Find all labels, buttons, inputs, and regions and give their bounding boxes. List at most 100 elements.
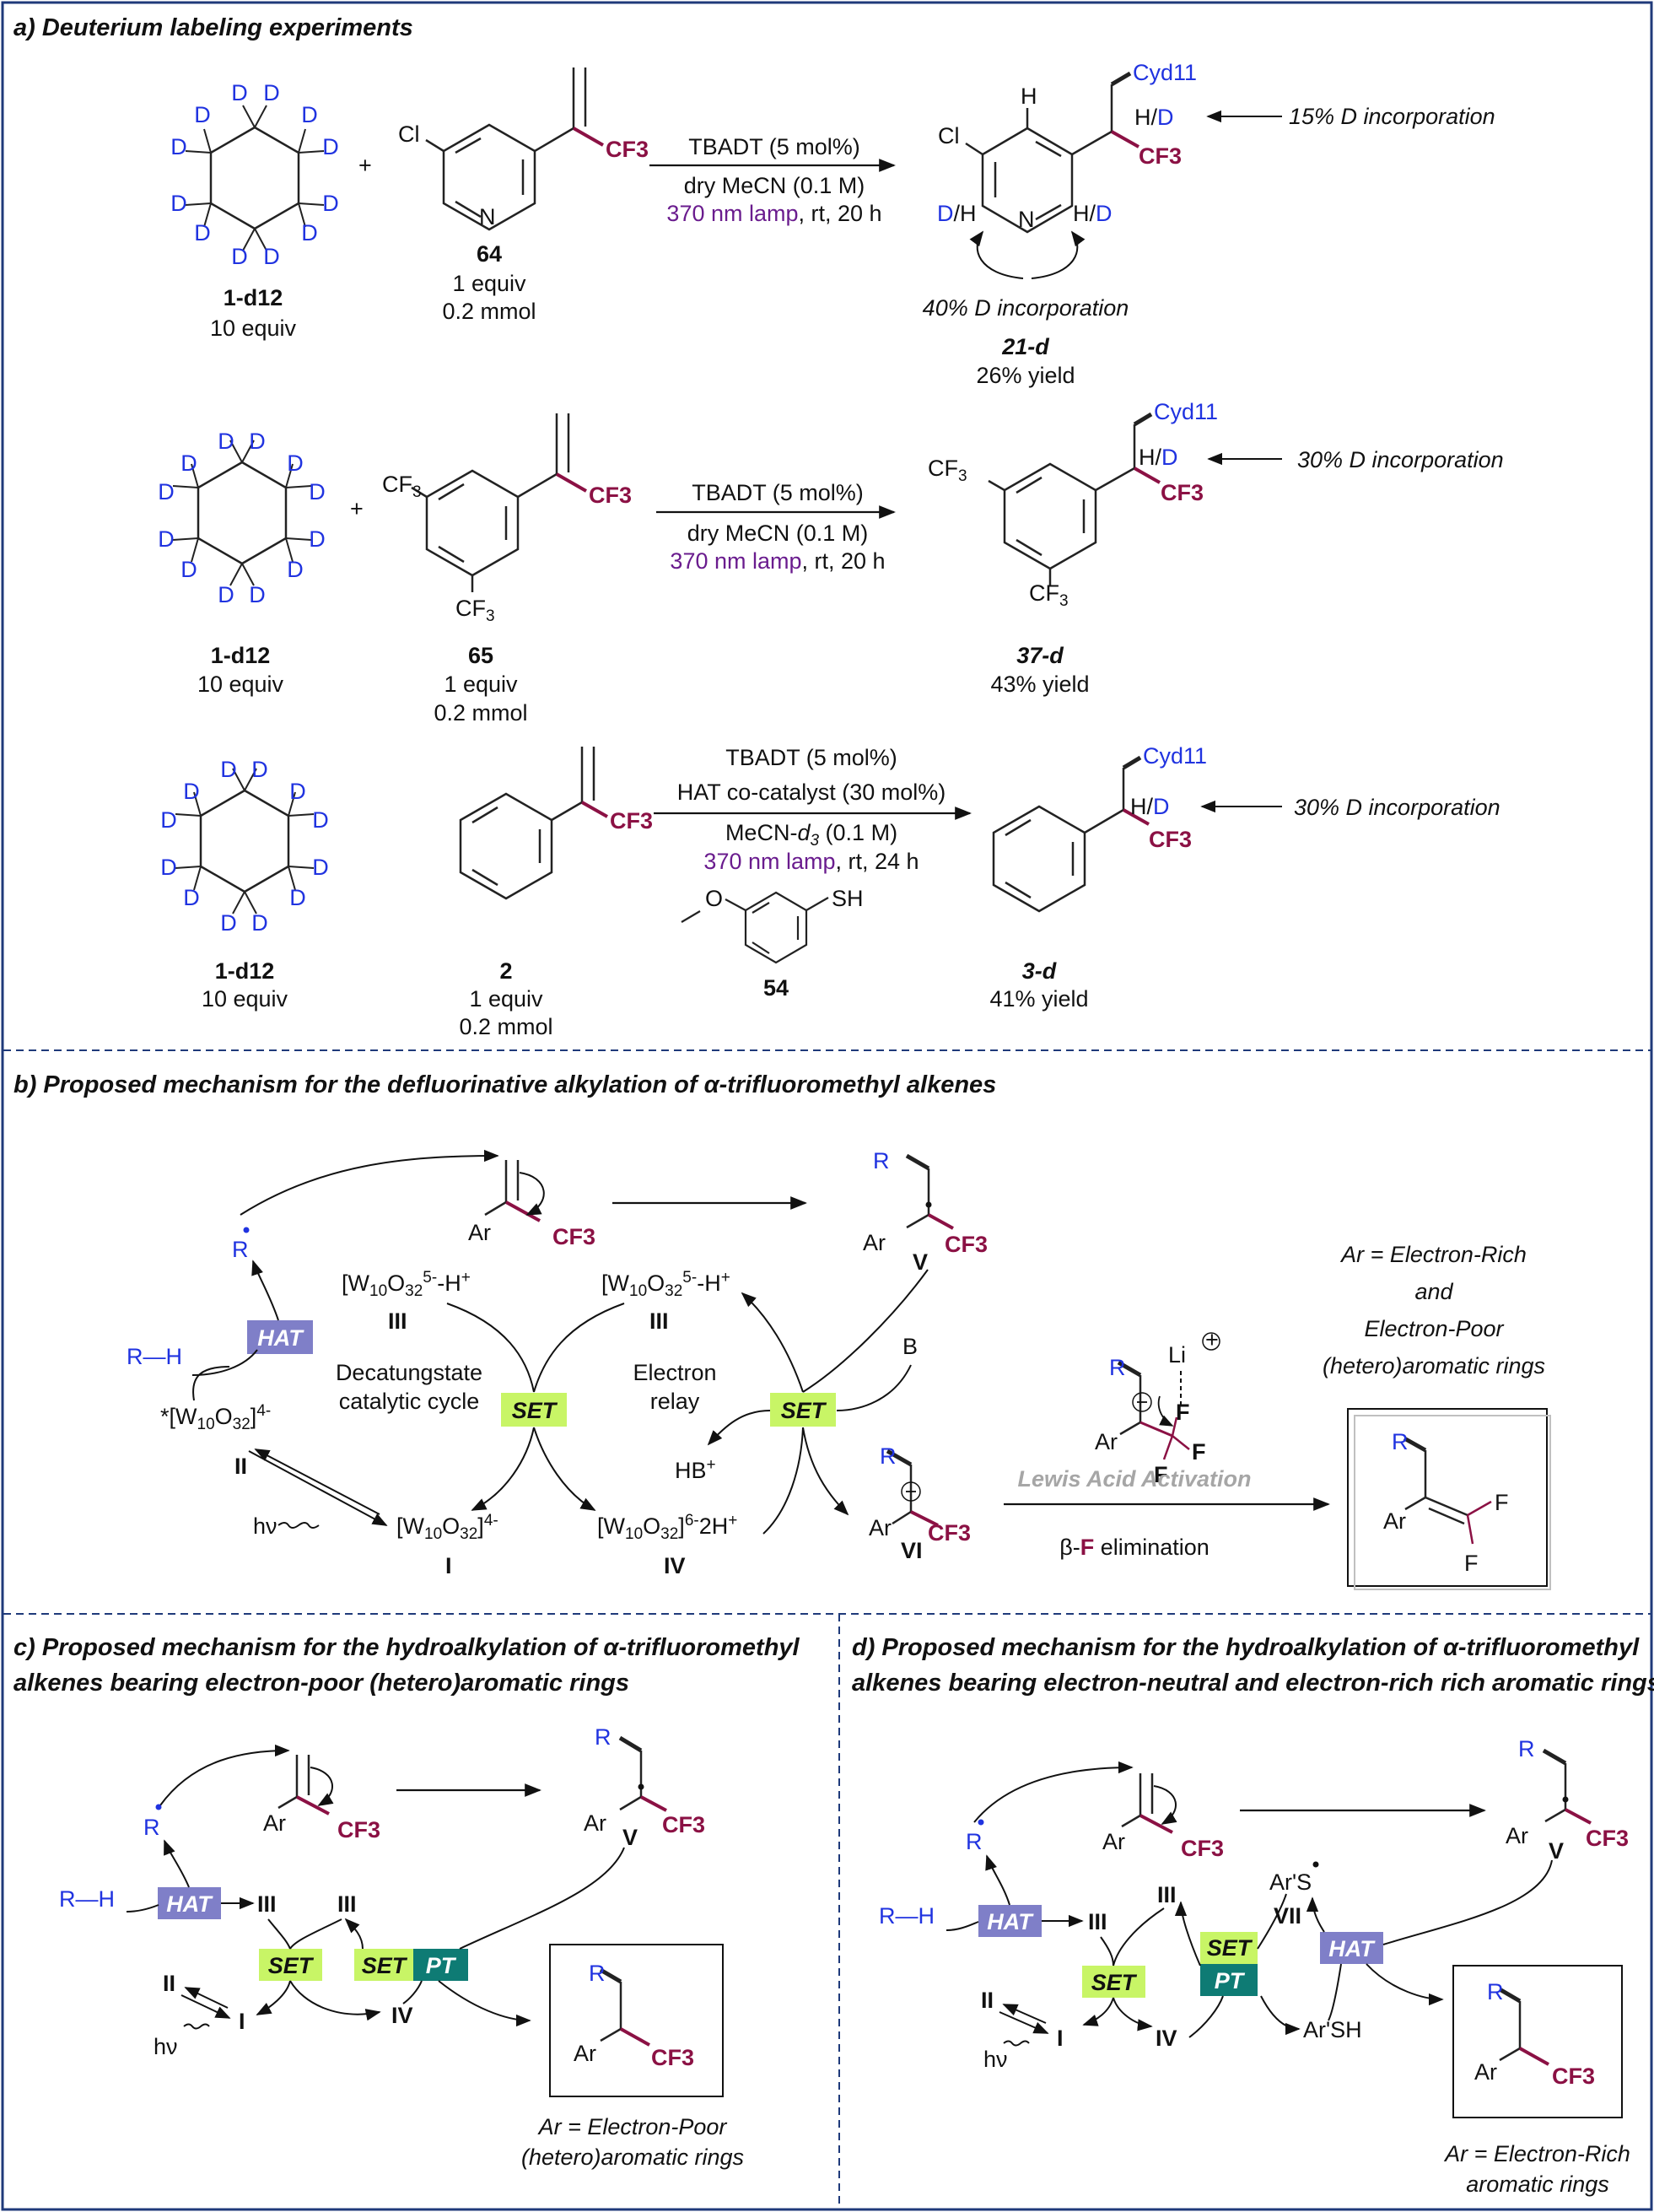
deuterium-atom: D bbox=[301, 220, 318, 245]
condition-cocatalyst: HAT co-catalyst (30 mol%) bbox=[677, 780, 946, 805]
svg-text:D: D bbox=[218, 429, 234, 454]
set-pt-step-d: SET PT bbox=[1200, 1932, 1258, 1996]
radical-V-d: R Ar CF3 V bbox=[1506, 1736, 1629, 1864]
svg-text:F: F bbox=[1154, 1462, 1168, 1487]
svg-text:HB+: HB+ bbox=[675, 1456, 716, 1483]
relay-label: Electron bbox=[633, 1360, 716, 1385]
ar-note: Electron-Poor bbox=[1364, 1316, 1504, 1341]
svg-text:hν: hν bbox=[983, 2047, 1008, 2072]
svg-text:D: D bbox=[218, 582, 234, 607]
hat-step-d2: HAT bbox=[1320, 1932, 1383, 1964]
svg-text:R: R bbox=[1487, 1979, 1504, 2004]
svg-text:SH: SH bbox=[832, 886, 864, 911]
svg-text:R: R bbox=[595, 1724, 611, 1750]
svg-text:CF3: CF3 bbox=[651, 2045, 694, 2070]
set-step-relay: SET bbox=[770, 1393, 836, 1427]
condition-light: 370 nm lamp, rt, 24 h bbox=[703, 849, 919, 874]
svg-text:Ar: Ar bbox=[1474, 2059, 1497, 2085]
svg-text:IV: IV bbox=[664, 1553, 686, 1578]
svg-text:Cl: Cl bbox=[398, 121, 420, 147]
svg-text:D: D bbox=[251, 910, 268, 936]
svg-text:D: D bbox=[160, 807, 177, 833]
r-h-substrate: R—H bbox=[127, 1344, 182, 1369]
svg-text:R: R bbox=[1518, 1736, 1535, 1762]
svg-text:21-d: 21-d bbox=[1001, 334, 1049, 359]
svg-text:H: H bbox=[1021, 84, 1037, 109]
product-label: 37-d bbox=[1016, 643, 1064, 668]
panel-d-header: alkenes bearing electron-neutral and ele… bbox=[852, 1670, 1654, 1697]
svg-text:R: R bbox=[1392, 1429, 1409, 1454]
svg-text:PT: PT bbox=[1215, 1968, 1246, 1993]
tungstate-H-III-b: [W10O325--H+ bbox=[601, 1269, 730, 1300]
set-step-d: SET bbox=[1082, 1966, 1145, 1998]
svg-text:V: V bbox=[1549, 1838, 1564, 1864]
cyclohexane-d12-row1: D D D D D D D D D D D D 1-d12 10 equiv bbox=[170, 80, 339, 341]
set-pt-step-c: SET PT bbox=[354, 1949, 468, 1981]
svg-text:CF3: CF3 bbox=[455, 596, 495, 625]
svg-text:II: II bbox=[234, 1454, 247, 1479]
svg-text:3-d: 3-d bbox=[1022, 958, 1057, 984]
svg-text:HAT: HAT bbox=[257, 1325, 304, 1351]
svg-text:CF3: CF3 bbox=[1181, 1836, 1224, 1861]
difluoroalkene-product: R Ar F F bbox=[1347, 1408, 1551, 1590]
svg-text:F: F bbox=[1192, 1439, 1206, 1465]
product-yield: 41% yield bbox=[989, 986, 1088, 1012]
svg-text:D: D bbox=[183, 779, 200, 804]
svg-text:SET: SET bbox=[1207, 1935, 1253, 1961]
svg-text:Ar: Ar bbox=[574, 2041, 596, 2066]
panel-b-header: b) Proposed mechanism for the defluorina… bbox=[13, 1071, 996, 1098]
svg-text:D: D bbox=[289, 779, 306, 804]
ar-note: Ar = Electron-Rich bbox=[1339, 1242, 1527, 1267]
svg-text:II: II bbox=[981, 1988, 994, 2013]
svg-text:1-d12: 1-d12 bbox=[224, 285, 283, 310]
tungstate-IV: [W10O32]6-2H+ bbox=[597, 1512, 737, 1543]
substrate-mmol: 0.2 mmol bbox=[459, 1014, 552, 1039]
svg-text:D: D bbox=[309, 526, 326, 552]
ar-note: (hetero)aromatic rings bbox=[1323, 1353, 1545, 1378]
svg-text:CF3: CF3 bbox=[337, 1817, 380, 1842]
svg-text:54: 54 bbox=[763, 975, 789, 1001]
svg-text:CF3: CF3 bbox=[589, 483, 632, 508]
svg-text:Ar: Ar bbox=[1095, 1429, 1118, 1454]
lewis-acid-label: Lewis Acid Activation bbox=[1017, 1466, 1251, 1492]
svg-text:II: II bbox=[163, 1971, 175, 1996]
reagent-label: 1-d12 bbox=[211, 643, 271, 668]
deuterium-atom: D bbox=[231, 80, 248, 105]
panel-c-header: alkenes bearing electron-poor (hetero)ar… bbox=[13, 1670, 629, 1697]
alkene-substrate: Ar CF3 bbox=[468, 1160, 595, 1249]
svg-text:D/H: D/H bbox=[937, 201, 977, 226]
cocatalyst-54: O SH 54 bbox=[681, 886, 864, 1001]
svg-text:D: D bbox=[312, 807, 329, 833]
svg-text:Ar'SH: Ar'SH bbox=[1303, 2017, 1362, 2042]
svg-text:D: D bbox=[312, 855, 329, 880]
panel-d-header: d) Proposed mechanism for the hydroalkyl… bbox=[852, 1634, 1640, 1661]
radical-V: R Ar CF3 V bbox=[863, 1148, 988, 1275]
svg-text:R: R bbox=[966, 1829, 983, 1854]
product-label: 21-d bbox=[1001, 334, 1049, 359]
svg-text:Ar: Ar bbox=[468, 1220, 491, 1245]
svg-text:CF3: CF3 bbox=[1029, 580, 1069, 610]
svg-text:CF3: CF3 bbox=[945, 1232, 988, 1257]
svg-text:N: N bbox=[479, 204, 496, 229]
svg-text:1-d12: 1-d12 bbox=[215, 958, 275, 984]
svg-text:D: D bbox=[158, 479, 175, 504]
condition-solvent: dry MeCN (0.1 M) bbox=[684, 173, 865, 198]
svg-text:CF3: CF3 bbox=[610, 808, 653, 834]
plus-sign: + bbox=[350, 496, 364, 521]
svg-text:HAT: HAT bbox=[1328, 1936, 1376, 1961]
svg-text:D: D bbox=[287, 557, 304, 582]
svg-text:SET: SET bbox=[512, 1398, 558, 1423]
incorporation-note: 30% D incorporation bbox=[1297, 447, 1504, 472]
svg-text:IV: IV bbox=[391, 2003, 413, 2028]
radical-V-c: R Ar CF3 V bbox=[584, 1724, 705, 1850]
svg-text:SET: SET bbox=[781, 1398, 827, 1423]
svg-text:D: D bbox=[180, 450, 197, 476]
deuterium-atom: D bbox=[231, 244, 248, 269]
svg-text:CF3: CF3 bbox=[928, 456, 967, 485]
svg-text:D: D bbox=[220, 757, 237, 782]
deuterium-atom: D bbox=[194, 102, 211, 127]
svg-text:F: F bbox=[1176, 1400, 1190, 1425]
svg-text:CF3: CF3 bbox=[1161, 480, 1204, 505]
